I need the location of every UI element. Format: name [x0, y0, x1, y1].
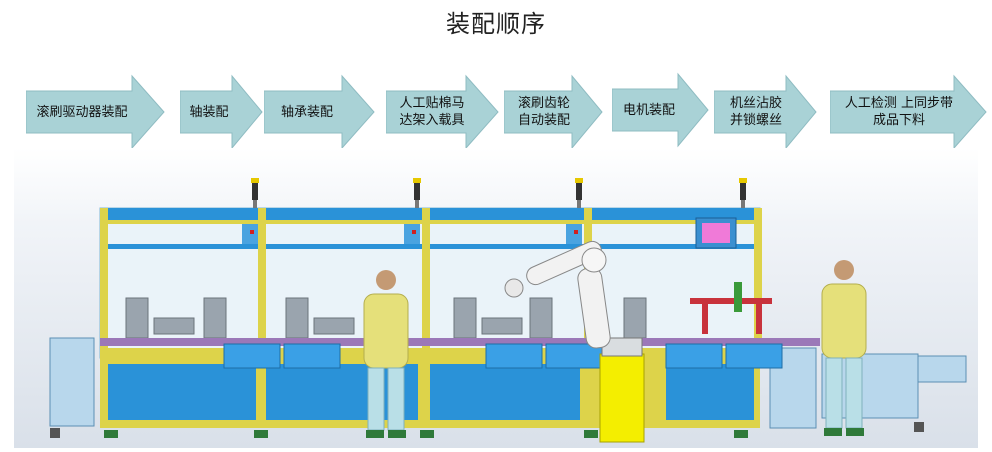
flow-step-3: 轴承装配 [264, 74, 376, 150]
flow-step-label: 轴装配 [189, 104, 229, 120]
flow-step-4: 人工贴棉马 达架入载具 [386, 74, 500, 150]
arrow-shape [504, 74, 603, 150]
flow-step-7: 机丝沾胶 并锁螺丝 [714, 74, 818, 150]
tote-boxes [223, 343, 783, 369]
flow-step-label: 人工检测 上同步带 成品下料 [844, 96, 954, 128]
arrow-shape [26, 74, 165, 150]
flow-step-label: 滚刷齿轮 自动装配 [517, 96, 570, 128]
arrow-shape [264, 74, 375, 150]
signal-towers [251, 178, 747, 208]
flow-step-label: 滚刷驱动器装配 [36, 104, 128, 120]
flow-step-label: 机丝沾胶 并锁螺丝 [729, 96, 782, 128]
flow-step-2: 轴装配 [180, 74, 264, 150]
flow-step-5: 滚刷齿轮 自动装配 [504, 74, 604, 150]
flow-step-8: 人工检测 上同步带 成品下料 [830, 74, 988, 150]
station-fixtures [125, 297, 647, 339]
flow-step-1: 滚刷驱动器装配 [26, 74, 166, 150]
assembly-line-illustration [49, 178, 967, 443]
flow-step-6: 电机装配 [612, 72, 710, 148]
machine-feet [50, 422, 924, 438]
operator-right [821, 260, 867, 436]
arrow-shape [830, 74, 987, 150]
assembly-flow: 滚刷驱动器装配 轴装配 轴承装配 人工贴棉马 达架入载具 滚刷齿轮 自动装配 电… [0, 0, 992, 160]
gantry-module [690, 282, 772, 334]
robot-arm [504, 240, 645, 443]
arrow-shape [612, 72, 709, 148]
flow-step-label: 人工贴棉马 达架入载具 [399, 96, 465, 128]
arrow-shape [180, 74, 263, 150]
operator-left [363, 270, 409, 438]
flow-step-label: 轴承装配 [280, 104, 333, 120]
arrow-shape [714, 74, 817, 150]
assembly-line-render [14, 148, 978, 448]
conveyor-rail [100, 338, 820, 346]
diagram-title: 装配顺序 [446, 10, 546, 38]
arrow-shape [386, 74, 499, 150]
flow-step-label: 电机装配 [622, 102, 675, 118]
machine-enclosure [99, 207, 762, 359]
